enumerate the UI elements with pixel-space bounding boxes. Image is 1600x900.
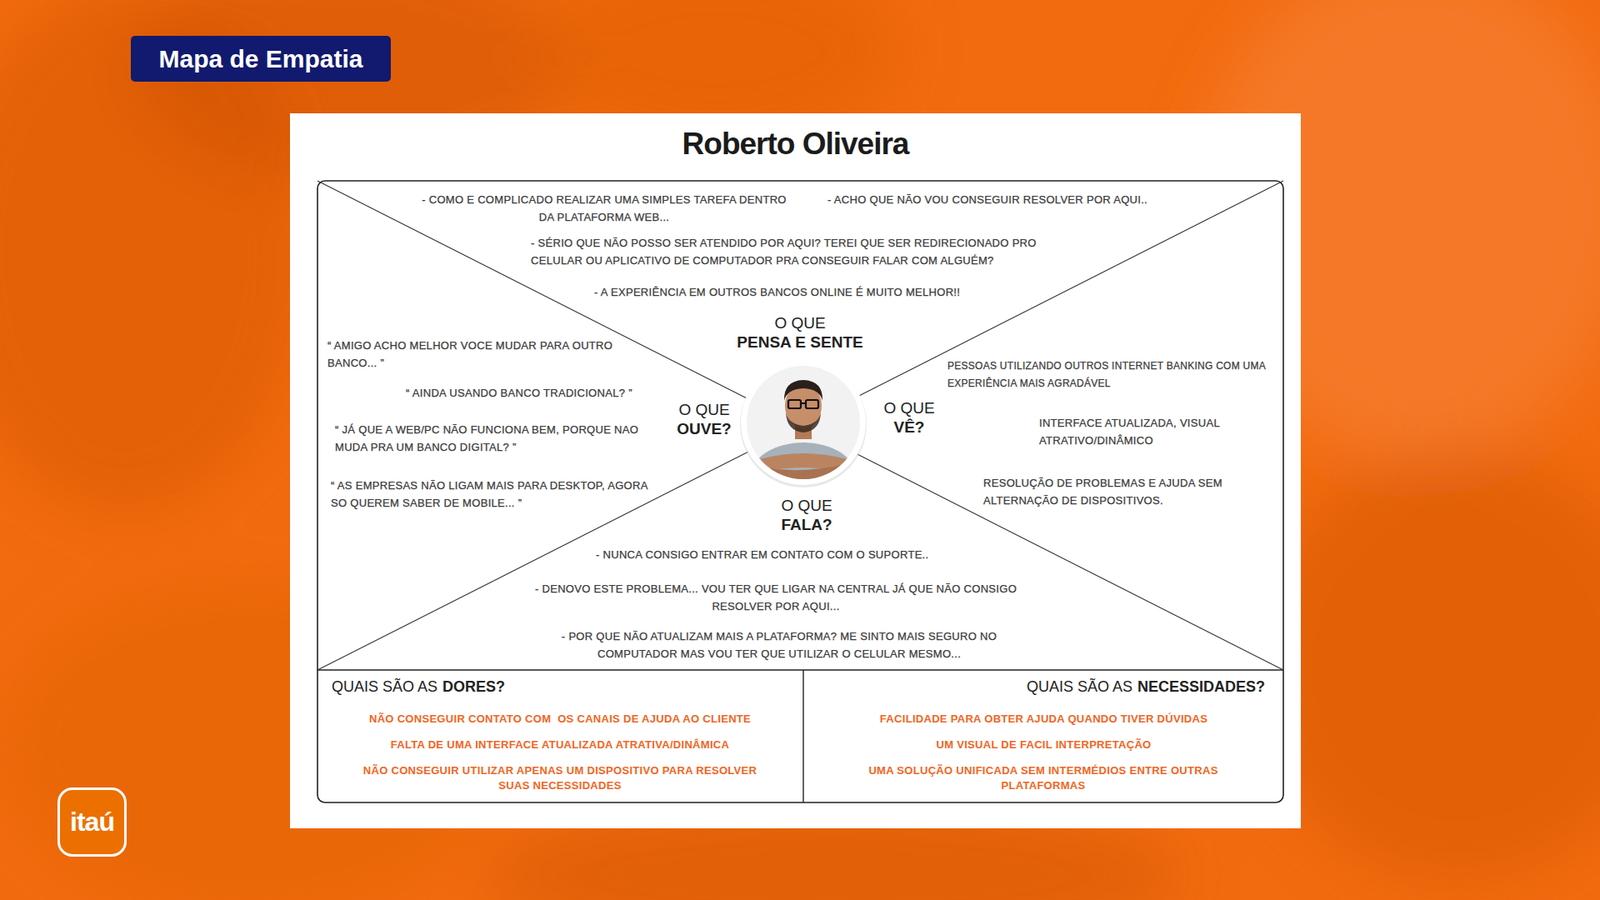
quadrant-says: O QUEFALA? - NUNCA CONSIGO ENTRAR EM CONT…: [316, 425, 1285, 670]
quadrant-heading-group: O QUEFALA?: [756, 495, 857, 535]
box-heading: NECESSIDADES?: [1137, 678, 1265, 696]
quote-text: “ AS EMPRESAS NÃO LIGAM MAIS PARA DESKTO…: [330, 476, 656, 512]
divider-line: [802, 670, 804, 803]
pain-item-group: FALTA DE UMA INTERFACE ATUALIZADA ATRATI…: [333, 737, 787, 753]
person-photo: [740, 360, 867, 513]
quote-text: “ JÁ QUE A WEB/PC NÃO FUNCIONA BEM, PORQ…: [335, 420, 665, 456]
need-item-group: UM VISUAL DE FACIL INTERPRETAÇÃO: [820, 737, 1268, 753]
speech-text-group: - DENOVO ESTE PROBLEMA... VOU TER QUE LI…: [525, 580, 1026, 615]
speech-text-group: - NUNCA CONSIGO ENTRAR EM CONTATO COM O …: [595, 545, 988, 564]
pains-box: QUAIS SÃO ASDORES? NÃO CONSEGUIR CONTATO …: [316, 670, 804, 804]
quadrant-heading: O QUE: [756, 495, 857, 515]
box-heading-group: QUAIS SÃO ASNECESSIDADES?: [820, 678, 1265, 696]
quadrant-heading: PENSA E SENTE: [700, 332, 900, 352]
title-badge: Mapa de Empatia: [130, 35, 391, 82]
quote-text-group: “ AS EMPRESAS NÃO LIGAM MAIS PARA DESKTO…: [330, 476, 656, 512]
quadrant-heading: VÊ?: [859, 417, 960, 437]
divider-line: [317, 669, 1284, 670]
observation-text-group: RESOLUÇÃO DE PROBLEMAS E AJUDA SEM ALTER…: [983, 474, 1267, 510]
quadrant-heading: FALA?: [756, 515, 857, 535]
speech-text: - DENOVO ESTE PROBLEMA... VOU TER QUE LI…: [525, 580, 1026, 615]
quadrant-heading: O QUE: [859, 398, 960, 418]
quadrant-heading: O QUE: [700, 313, 900, 333]
quote-text: “ AINDA USANDO BANCO TRADICIONAL? ”: [405, 384, 690, 402]
brand-logo: itaú: [57, 787, 127, 857]
observation-text: INTERFACE ATUALIZADA, VISUAL ATRATIVO/DI…: [1039, 414, 1230, 450]
person-name-group: Roberto Oliveira: [290, 126, 1301, 162]
quote-text-group: “ AINDA USANDO BANCO TRADICIONAL? ”: [405, 384, 690, 402]
observation-text-group: INTERFACE ATUALIZADA, VISUAL ATRATIVO/DI…: [1039, 414, 1230, 450]
needs-box: QUAIS SÃO ASNECESSIDADES? FACILIDADE PARA…: [803, 670, 1285, 804]
quote-text-group: “ JÁ QUE A WEB/PC NÃO FUNCIONA BEM, PORQ…: [335, 420, 665, 456]
quadrant-heading-group: O QUEVÊ?: [859, 398, 960, 437]
thought-text: - COMO E COMPLICADO REALIZAR UMA SIMPLES…: [416, 190, 792, 226]
pain-item: NÃO CONSEGUIR UTILIZAR APENAS UM DISPOSI…: [348, 763, 772, 794]
thought-text-group: - COMO E COMPLICADO REALIZAR UMA SIMPLES…: [416, 190, 792, 226]
quadrant-heading: O QUE: [654, 400, 755, 420]
need-item-group: FACILIDADE PARA OBTER AJUDA QUANDO TIVER…: [820, 711, 1268, 727]
thought-text: - A EXPERIÊNCIA EM OUTROS BANCOS ONLINE …: [594, 283, 1045, 301]
quote-text: “ AMIGO ACHO MELHOR VOCE MUDAR PARA OUTR…: [327, 336, 620, 372]
thought-text: - ACHO QUE NÃO VOU CONSEGUIR RESOLVER PO…: [827, 190, 1220, 209]
map-card: Roberto OliveiraO QUEPENSA E SENTE- COMO…: [290, 113, 1301, 829]
pain-item-group: NÃO CONSEGUIR UTILIZAR APENAS UM DISPOSI…: [348, 763, 772, 794]
need-item: UM VISUAL DE FACIL INTERPRETAÇÃO: [820, 737, 1268, 753]
pain-item: NÃO CONSEGUIR CONTATO COM OS CANAIS DE A…: [333, 711, 787, 727]
pain-item-group: NÃO CONSEGUIR CONTATO COM OS CANAIS DE A…: [333, 711, 787, 727]
speech-text-group: - POR QUE NÃO ATUALIZAM MAIS A PLATAFORM…: [520, 627, 1038, 663]
need-item: FACILIDADE PARA OBTER AJUDA QUANDO TIVER…: [820, 711, 1268, 727]
thought-text-group: - SÉRIO QUE NÃO POSSO SER ATENDIDO POR A…: [530, 234, 1085, 270]
observation-text-group: PESSOAS UTILIZANDO OUTROS INTERNET BANKI…: [947, 357, 1281, 393]
box-heading: QUAIS SÃO AS: [331, 678, 438, 696]
thought-text: - SÉRIO QUE NÃO POSSO SER ATENDIDO POR A…: [530, 234, 1085, 270]
person-name: Roberto Oliveira: [290, 126, 1301, 162]
speech-text: - POR QUE NÃO ATUALIZAM MAIS A PLATAFORM…: [520, 627, 1038, 663]
observation-text: RESOLUÇÃO DE PROBLEMAS E AJUDA SEM ALTER…: [983, 474, 1267, 510]
need-item: UMA SOLUÇÃO UNIFICADA SEM INTERMÉDIOS EN…: [831, 763, 1255, 794]
quadrant-heading: OUVE?: [654, 419, 755, 439]
badge-text-group: Mapa de Empatia: [130, 35, 391, 82]
diagonal-line: [317, 180, 1284, 670]
thought-text-group: - ACHO QUE NÃO VOU CONSEGUIR RESOLVER PO…: [827, 190, 1220, 209]
box-heading: DORES?: [442, 678, 505, 696]
box-heading: QUAIS SÃO AS: [1026, 678, 1133, 696]
speech-text: - NUNCA CONSIGO ENTRAR EM CONTATO COM O …: [595, 545, 988, 564]
quote-text-group: “ AMIGO ACHO MELHOR VOCE MUDAR PARA OUTR…: [327, 336, 620, 372]
thought-text-group: - A EXPERIÊNCIA EM OUTROS BANCOS ONLINE …: [594, 283, 1045, 301]
pain-item: FALTA DE UMA INTERFACE ATUALIZADA ATRATI…: [333, 737, 787, 753]
map-border: [317, 180, 1284, 803]
quadrant-sees: O QUEVÊ? PESSOAS UTILIZANDO OUTROS INTERN…: [800, 180, 1285, 670]
logo-text-group: itaú: [60, 790, 125, 855]
logo-text: itaú: [70, 806, 115, 838]
diagonal-line: [317, 180, 1284, 670]
quadrant-hears: O QUEOUVE? “ AMIGO ACHO MELHOR VOCE MUDAR…: [316, 180, 800, 670]
badge-text: Mapa de Empatia: [158, 45, 363, 74]
need-item-group: UMA SOLUÇÃO UNIFICADA SEM INTERMÉDIOS EN…: [831, 763, 1255, 794]
box-heading-group: QUAIS SÃO ASDORES?: [331, 678, 782, 696]
quadrant-heading-group: O QUEOUVE?: [654, 400, 755, 439]
quadrant-heading-group: O QUEPENSA E SENTE: [700, 313, 900, 352]
observation-text: PESSOAS UTILIZANDO OUTROS INTERNET BANKI…: [947, 357, 1281, 393]
